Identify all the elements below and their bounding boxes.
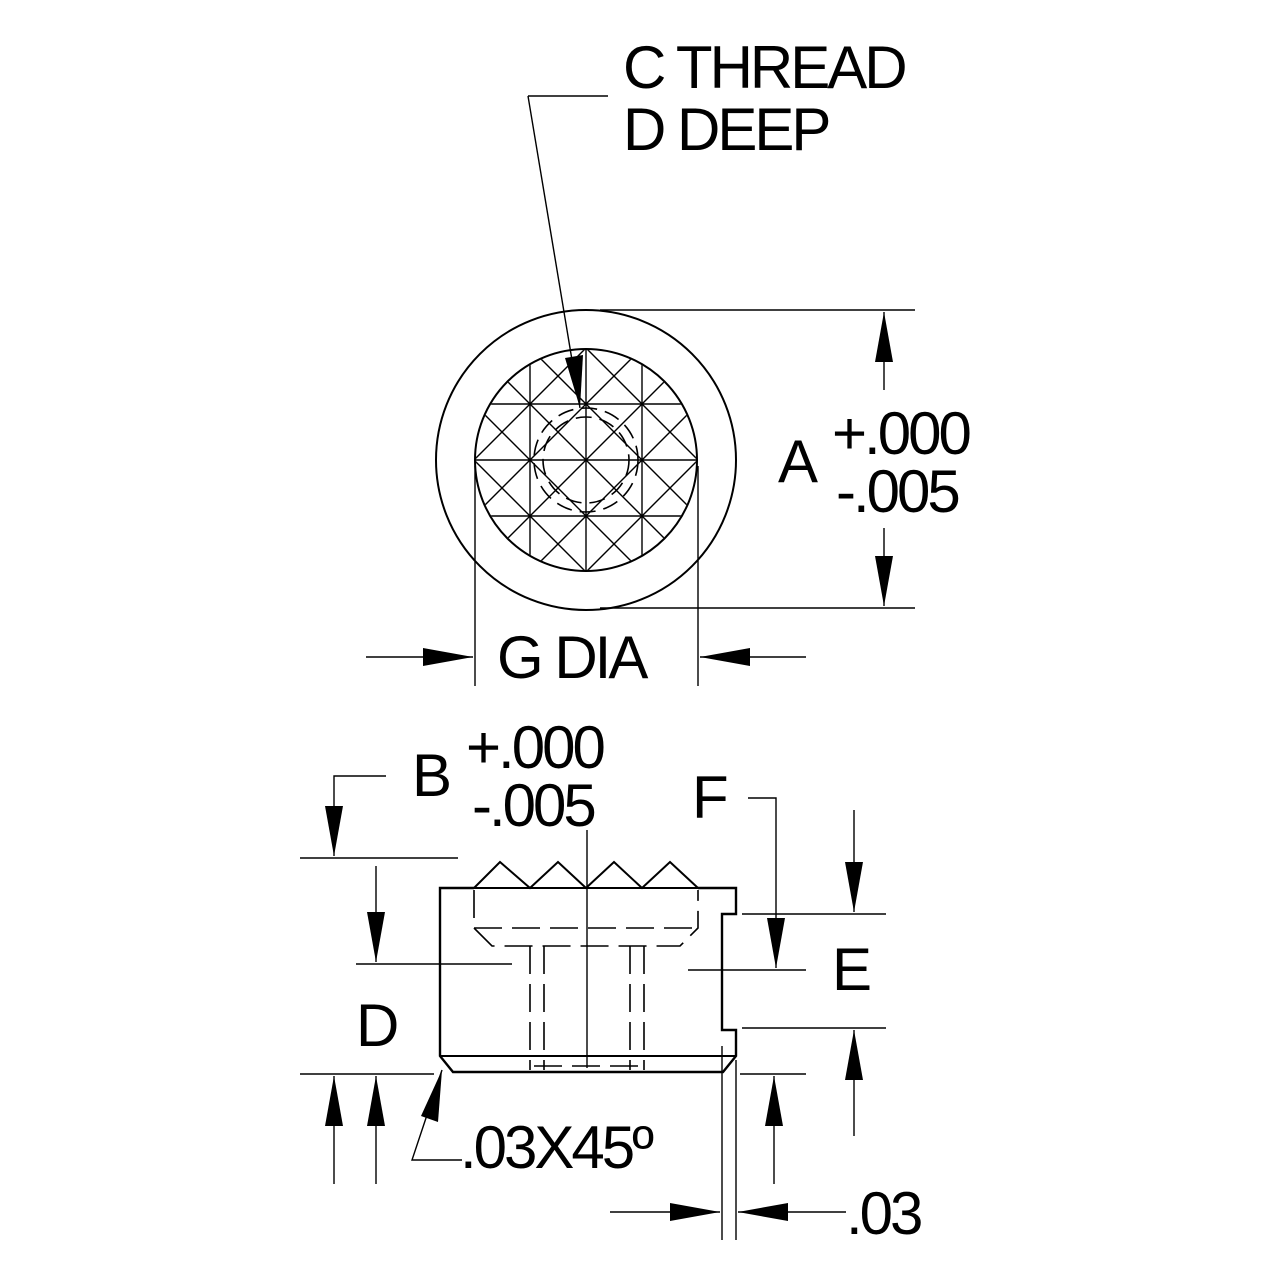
thread-leader-arrow: [565, 355, 583, 408]
chamfer-arrow: [421, 1070, 442, 1122]
gap-arrow-right: [738, 1203, 788, 1221]
a-tolerance-plus: +.000: [832, 400, 970, 467]
c-thread-label: C THREAD: [623, 34, 905, 101]
knurl-pattern: [386, 350, 786, 1052]
a-label: A: [778, 428, 818, 495]
g-arrow-left: [423, 648, 473, 666]
thread-leader-diagonal: [527, 95, 581, 409]
chamfer-label: .03X45º: [460, 1114, 654, 1181]
a-tolerance-minus: -.005: [836, 458, 958, 525]
e-arrow-top: [845, 862, 863, 912]
knurl-diagonal-down: [386, 652, 786, 1052]
d-arrow-left: [325, 1076, 343, 1126]
b-arrow-bottom: [367, 912, 385, 962]
knurl-teeth: [473, 860, 699, 890]
knurl-diagonal-up: [386, 652, 786, 1052]
a-arrow-bottom: [875, 556, 893, 606]
top-view: A +.000 -.005 G DIA C THREAD D DEEP: [366, 34, 973, 1052]
thread-hole-inner: [542, 416, 630, 504]
side-view: B +.000 -.005 D .03X45º F E: [300, 714, 924, 1247]
b-tolerance-plus: +.000: [466, 714, 604, 781]
b-tolerance-minus: -.005: [472, 772, 594, 839]
knurl-circle: [474, 348, 698, 572]
a-arrow-top: [875, 312, 893, 362]
gap-label: .03: [846, 1180, 921, 1247]
f-arrow: [767, 918, 785, 968]
b-arrow-top: [325, 806, 343, 856]
b-label: B: [412, 742, 449, 809]
gap-arrow-left: [670, 1203, 720, 1221]
gap-vertical-arrow: [765, 1076, 783, 1126]
body-outline: [438, 886, 738, 1074]
d-arrow-right: [367, 1076, 385, 1126]
f-leader: [748, 797, 777, 968]
b-leader: [333, 775, 386, 856]
d-deep-label: D DEEP: [623, 96, 828, 163]
g-arrow-right: [700, 648, 750, 666]
d-label: D: [356, 992, 397, 1059]
g-dia-label: G DIA: [497, 624, 648, 691]
thread-hole-outer: [533, 407, 639, 513]
e-arrow-bottom: [845, 1030, 863, 1080]
f-label: F: [692, 764, 727, 831]
outer-circle: [435, 309, 737, 611]
e-label: E: [832, 936, 870, 1003]
hidden-head-outline: [473, 890, 699, 947]
